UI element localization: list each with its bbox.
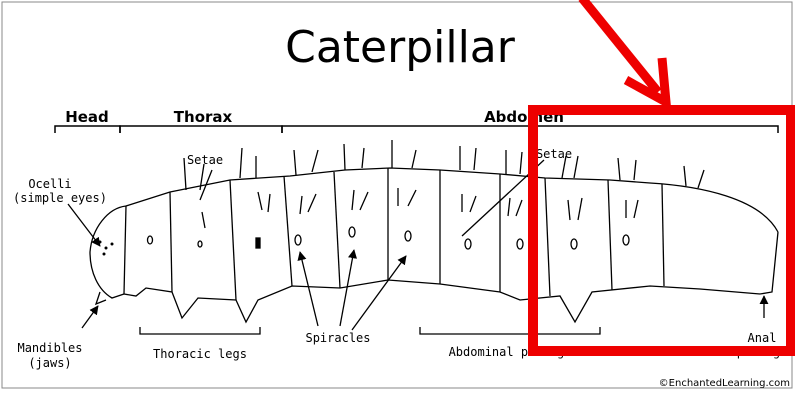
section-label-thorax: Thorax (174, 108, 233, 126)
label-spiracles: Spiracles (305, 331, 370, 345)
label-ocelli: Ocelli (28, 177, 71, 191)
section-brackets (55, 126, 778, 133)
label-thoracic-legs: Thoracic legs (153, 347, 247, 361)
red-annotation (533, 0, 791, 351)
section-label-head: Head (65, 108, 109, 126)
label-anal: Anal (748, 331, 777, 345)
label-mandibles: Mandibles (17, 341, 82, 355)
setae-hairs (184, 140, 704, 228)
label-mandibles-sub: (jaws) (28, 356, 71, 370)
label-setae-abdomen: Setae (536, 147, 572, 161)
copyright-text: ©EnchantedLearning.com (659, 378, 790, 389)
label-ocelli-sub: (simple eyes) (13, 191, 107, 205)
pointer-arrow (582, 0, 658, 92)
caterpillar-body (90, 168, 778, 322)
pointer-lines (68, 160, 764, 330)
diagram-title: Caterpillar (285, 22, 516, 73)
label-setae-thorax: Setae (187, 153, 223, 167)
ocelli-dots (99, 241, 114, 256)
